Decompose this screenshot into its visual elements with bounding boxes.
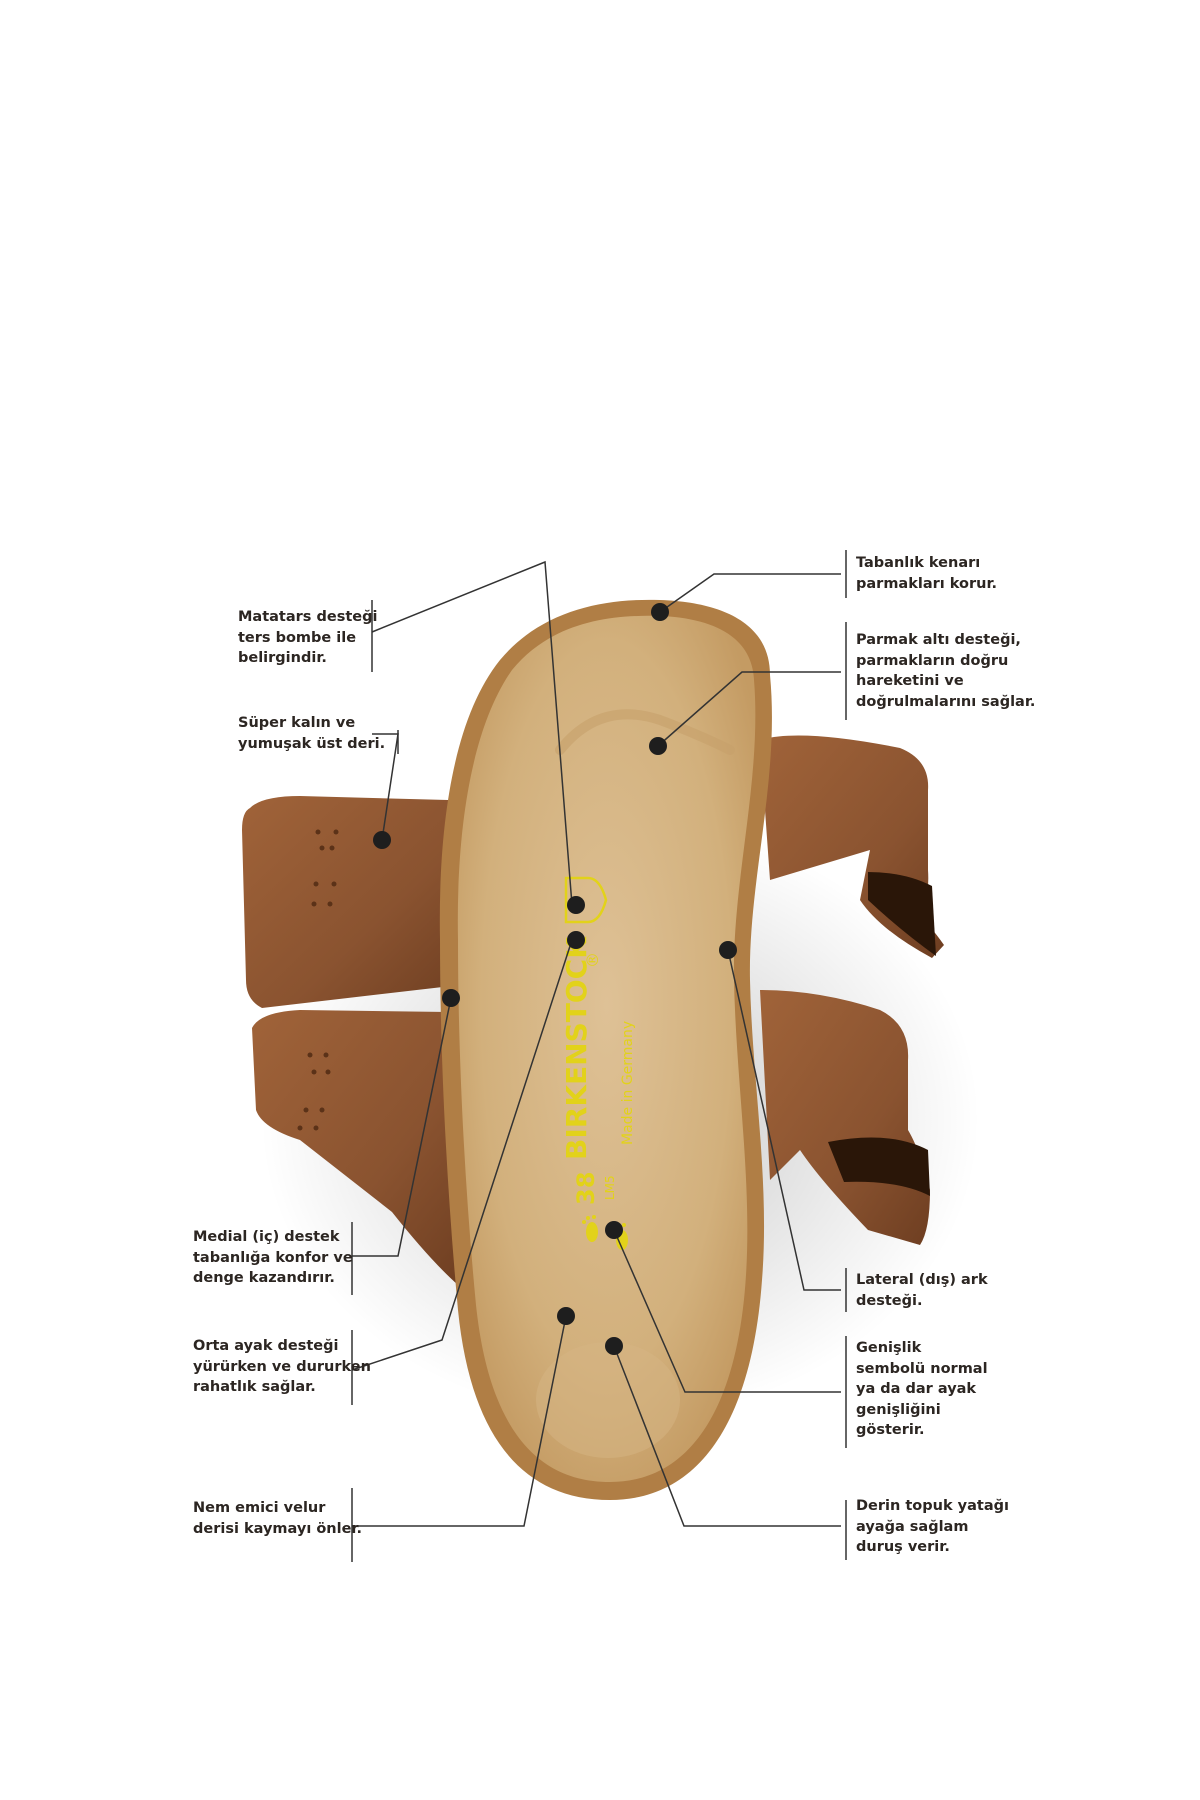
marker-heel-cup	[605, 1337, 623, 1355]
marker-upper-leather	[373, 831, 391, 849]
leader-width-symbol	[613, 1229, 841, 1393]
leader-lateral-arch	[727, 949, 841, 1291]
marker-toe-edge	[651, 603, 669, 621]
callout-width-symbol: Genişlik sembolü normal ya da dar ayak g…	[856, 1340, 988, 1438]
size-code: LM5	[603, 1175, 617, 1200]
marker-toe-grip	[649, 737, 667, 755]
leader-toe-grip	[657, 671, 841, 747]
footbed	[439, 599, 772, 1500]
brand-text: BIRKENSTOCK	[560, 936, 593, 1160]
stitch-holes	[297, 1052, 331, 1131]
origin-text: Made in Germany	[620, 1021, 636, 1145]
leader-medial-support	[352, 997, 452, 1257]
callout-toe-grip: Parmak altı desteği, parmakların doğru h…	[856, 632, 1036, 710]
callout-lateral-arch: Lateral (dış) ark desteği.	[856, 1272, 988, 1309]
leader-suede-lining	[352, 1315, 567, 1527]
right-strap-upper	[760, 735, 944, 958]
left-strap-lower	[252, 1010, 466, 1285]
left-strap-upper	[242, 796, 462, 1008]
leader-heel-cup	[613, 1345, 841, 1527]
leader-midfoot-support	[351, 939, 573, 1371]
width-foot-icon	[582, 1215, 598, 1242]
marker-medial-support	[442, 989, 460, 1007]
marker-metatarsal	[567, 896, 585, 914]
leader-lines	[351, 550, 847, 1562]
callout-upper-leather: Süper kalın ve yumuşak üst deri.	[238, 715, 386, 752]
leader-metatarsal	[371, 560, 573, 906]
size-number: 38	[572, 1172, 600, 1205]
callout-metatarsal: Matatars desteği ters bombe ile belirgin…	[238, 609, 378, 666]
marker-width-symbol	[605, 1221, 623, 1239]
footbed-print: BIRKENSTOCK ® Made in Germany 38 LM5	[560, 876, 636, 1250]
callout-medial-support: Medial (iç) destek tabanlığa konfor ve d…	[193, 1229, 353, 1286]
markers	[373, 603, 737, 1355]
marker-suede-lining	[557, 1307, 575, 1325]
marker-lateral-arch	[719, 941, 737, 959]
leader-toe-edge	[659, 573, 841, 613]
right-strap-lower	[760, 990, 930, 1245]
registered-mark: ®	[583, 952, 602, 968]
callout-toe-edge: Tabanlık kenarı parmakları korur.	[856, 555, 998, 592]
origin-seal	[564, 876, 608, 924]
callout-midfoot-support: Orta ayak desteği yürürken ve dururken r…	[193, 1338, 371, 1395]
stitch-holes	[311, 829, 339, 907]
callout-suede-lining: Nem emici velur derisi kaymayı önler.	[193, 1500, 363, 1537]
marker-midfoot-support	[567, 931, 585, 949]
callout-heel-cup: Derin topuk yatağı ayağa sağlam duruş ve…	[856, 1498, 1009, 1555]
